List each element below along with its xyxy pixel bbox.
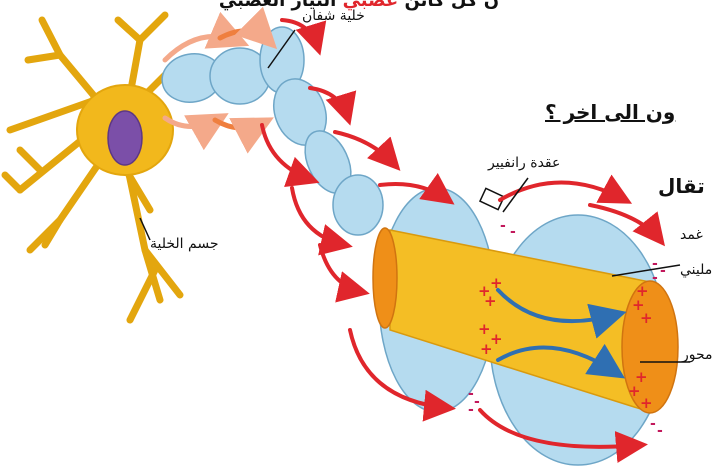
svg-text:-: -: [468, 402, 474, 418]
svg-text:-: -: [474, 394, 480, 410]
label-sheath-line1: غمد: [680, 227, 703, 243]
svg-text:-: -: [657, 423, 663, 439]
svg-text:-: -: [510, 224, 516, 240]
svg-text:-: -: [500, 218, 506, 234]
svg-text:+: +: [480, 340, 493, 358]
label-sheath-line2: مليني: [680, 262, 712, 278]
nucleus: [108, 111, 142, 165]
question-fragment: ون الى اخر ؟: [545, 100, 675, 124]
label-node-of-ranvier: عقدة رانفيير: [488, 155, 560, 171]
cell-body: [5, 15, 180, 320]
label-axon: محور: [682, 347, 713, 363]
svg-text:-: -: [650, 416, 656, 432]
svg-text:-: -: [660, 263, 666, 279]
svg-text:+: +: [640, 309, 653, 327]
svg-text:+: +: [628, 382, 641, 400]
label-cell-body: جسم الخلية: [150, 236, 218, 252]
svg-text:-: -: [652, 270, 658, 286]
transmission-fragment: تقال: [658, 174, 705, 198]
svg-text:+: +: [640, 394, 653, 412]
svg-text:+: +: [490, 274, 503, 292]
svg-text:+: +: [484, 292, 497, 310]
label-schwann-cell: خلية شفان: [302, 8, 365, 24]
svg-text:+: +: [478, 320, 491, 338]
